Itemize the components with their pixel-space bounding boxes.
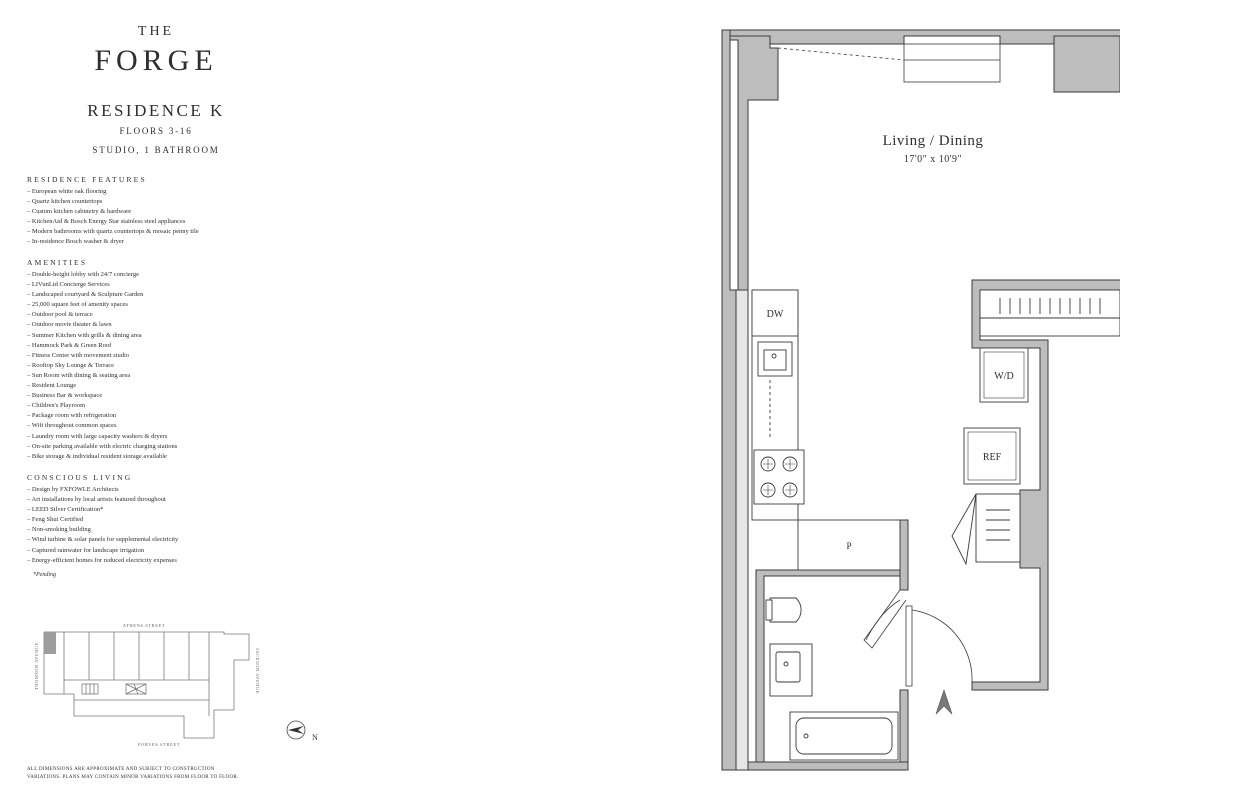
conscious-item: Wind turbine & solar panels for suppleme… [27, 535, 287, 545]
pending-note: *Pending [33, 572, 56, 578]
keyplan-street-top: ATHENS STREET [123, 623, 166, 628]
amenities-heading: AMENITIES [27, 258, 88, 267]
entry-arrow-icon [935, 689, 953, 715]
amenity-item: Laundry room with large capacity washers… [27, 432, 287, 442]
conscious-item: LEED Silver Certification* [27, 505, 287, 515]
amenity-item: On-site parking available with electric … [27, 442, 287, 452]
amenity-item: Bike storage & individual resident stora… [27, 452, 287, 462]
feature-item: In-residence Bosch washer & dryer [27, 237, 287, 247]
feature-item: Custom kitchen cabinetry & hardware [27, 207, 287, 217]
conscious-item: Art installations by local artists featu… [27, 495, 287, 505]
closet-shelving [979, 289, 1120, 337]
features-list: European white oak flooring Quartz kitch… [27, 187, 287, 248]
wall-bottom [747, 761, 909, 771]
amenities-list: Double-height lobby with 24/7 concierge … [27, 270, 287, 462]
key-plan: ATHENS STREET FORVES STREET THOMSON AVEN… [34, 623, 260, 747]
brand-prefix: THE [137, 24, 175, 39]
amenity-item: Hammock Park & Green Roof [27, 341, 287, 351]
residence-type: STUDIO, 1 BATHROOM [92, 145, 220, 155]
north-arrow-icon: N [286, 720, 318, 742]
pantry [797, 519, 901, 571]
brand-name: FORGE [94, 44, 218, 77]
dishwasher [751, 289, 799, 337]
conscious-item: Design by FXFOWLE Architects [27, 485, 287, 495]
residence-floors: FLOORS 3-16 [119, 126, 193, 136]
amenity-item: 25,000 square feet of amenity spaces [27, 300, 287, 310]
pantry-label: P [846, 541, 851, 551]
keyplan-street-bottom: FORVES STREET [138, 742, 180, 747]
amenity-item: LIVunLtd Concierge Services [27, 280, 287, 290]
conscious-heading: CONSCIOUS LIVING [27, 473, 133, 482]
features-heading: RESIDENCE FEATURES [27, 175, 147, 184]
dishwasher-label: DW [767, 309, 784, 320]
wall-left-exterior [721, 29, 737, 771]
linen-closet [951, 493, 1021, 566]
amenity-item: Fitness Center with movement studio [27, 351, 287, 361]
amenity-item: Rooftop Sky Lounge & Terrace [27, 361, 287, 371]
amenity-item: Sun Room with dining & seating area [27, 371, 287, 381]
wall-pier-right [1053, 35, 1120, 93]
conscious-item: Non-smoking building [27, 525, 287, 535]
wall-pier-left [729, 35, 779, 291]
washer-dryer-label: W/D [994, 371, 1013, 382]
info-panel: THE FORGE RESIDENCE K FLOORS 3-16 STUDIO… [0, 0, 318, 800]
wall-left-window [735, 289, 749, 771]
refrigerator-label: REF [983, 452, 1002, 463]
living-dining-dims: 17'0" x 10'9" [904, 154, 962, 165]
keyplan-street-right: JACKSON AVENUE [255, 648, 260, 694]
bath-sink [775, 651, 801, 683]
amenity-item: Outdoor movie theater & lawn [27, 320, 287, 330]
feature-item: European white oak flooring [27, 187, 287, 197]
conscious-item: Energy-efficient homes for reduced elect… [27, 556, 287, 566]
window-top [770, 43, 1054, 83]
north-label: N [312, 733, 318, 742]
wall-bath-right-upper [899, 519, 909, 591]
amenity-item: Double-height lobby with 24/7 concierge [27, 270, 287, 280]
keyplan-street-left: THOMSON AVENUE [34, 642, 39, 690]
toilet [769, 597, 802, 623]
disclaimer: ALL DIMENSIONS ARE APPROXIMATE AND SUBJE… [27, 766, 307, 782]
living-dining-label: Living / Dining [883, 133, 984, 149]
bath-door [863, 589, 907, 649]
refrigerator [963, 427, 1021, 485]
wall-bath-right-lower [899, 689, 909, 763]
conscious-item: Feng Shui Certified [27, 515, 287, 525]
feature-item: KitchenAid & Bosch Energy Star stainless… [27, 217, 287, 227]
conscious-item: Captured rainwater for landscape irrigat… [27, 546, 287, 556]
amenity-item: Package room with refrigeration [27, 411, 287, 421]
cooktop [753, 449, 805, 505]
amenity-item: Children's Playroom [27, 401, 287, 411]
washer-dryer [979, 347, 1029, 403]
entry-door [905, 605, 973, 687]
feature-item: Modern bathrooms with quartz countertops… [27, 227, 287, 237]
disclaimer-line-1: ALL DIMENSIONS ARE APPROXIMATE AND SUBJE… [27, 767, 215, 772]
amenity-item: Summer Kitchen with grills & dining area [27, 331, 287, 341]
kitchen-counter [751, 289, 805, 521]
amenity-item: Outdoor pool & terrace [27, 310, 287, 320]
bathroom-fixtures [765, 597, 899, 761]
conscious-list: Design by FXFOWLE Architects Art install… [27, 485, 287, 566]
amenity-item: Wifi throughout common spaces [27, 421, 287, 431]
residence-title: RESIDENCE K [87, 101, 225, 120]
disclaimer-line-2: VARIATIONS. PLANS MAY CONTAIN MINOR VARI… [27, 775, 239, 780]
features-section: RESIDENCE FEATURES European white oak fl… [27, 175, 287, 248]
keyplan-unit-highlight [44, 632, 56, 654]
amenity-item: Resident Lounge [27, 381, 287, 391]
feature-item: Quartz kitchen countertops [27, 197, 287, 207]
amenity-item: Landscaped courtyard & Sculpture Garden [27, 290, 287, 300]
floor-plan: Living / Dining 17'0" x 10'9" DW W/D REF… [721, 29, 1120, 771]
wall-right-lower [971, 279, 1120, 691]
amenity-item: Business Bar & workspace [27, 391, 287, 401]
conscious-section: CONSCIOUS LIVING Design by FXFOWLE Archi… [27, 473, 287, 566]
amenities-section: AMENITIES Double-height lobby with 24/7 … [27, 258, 287, 462]
